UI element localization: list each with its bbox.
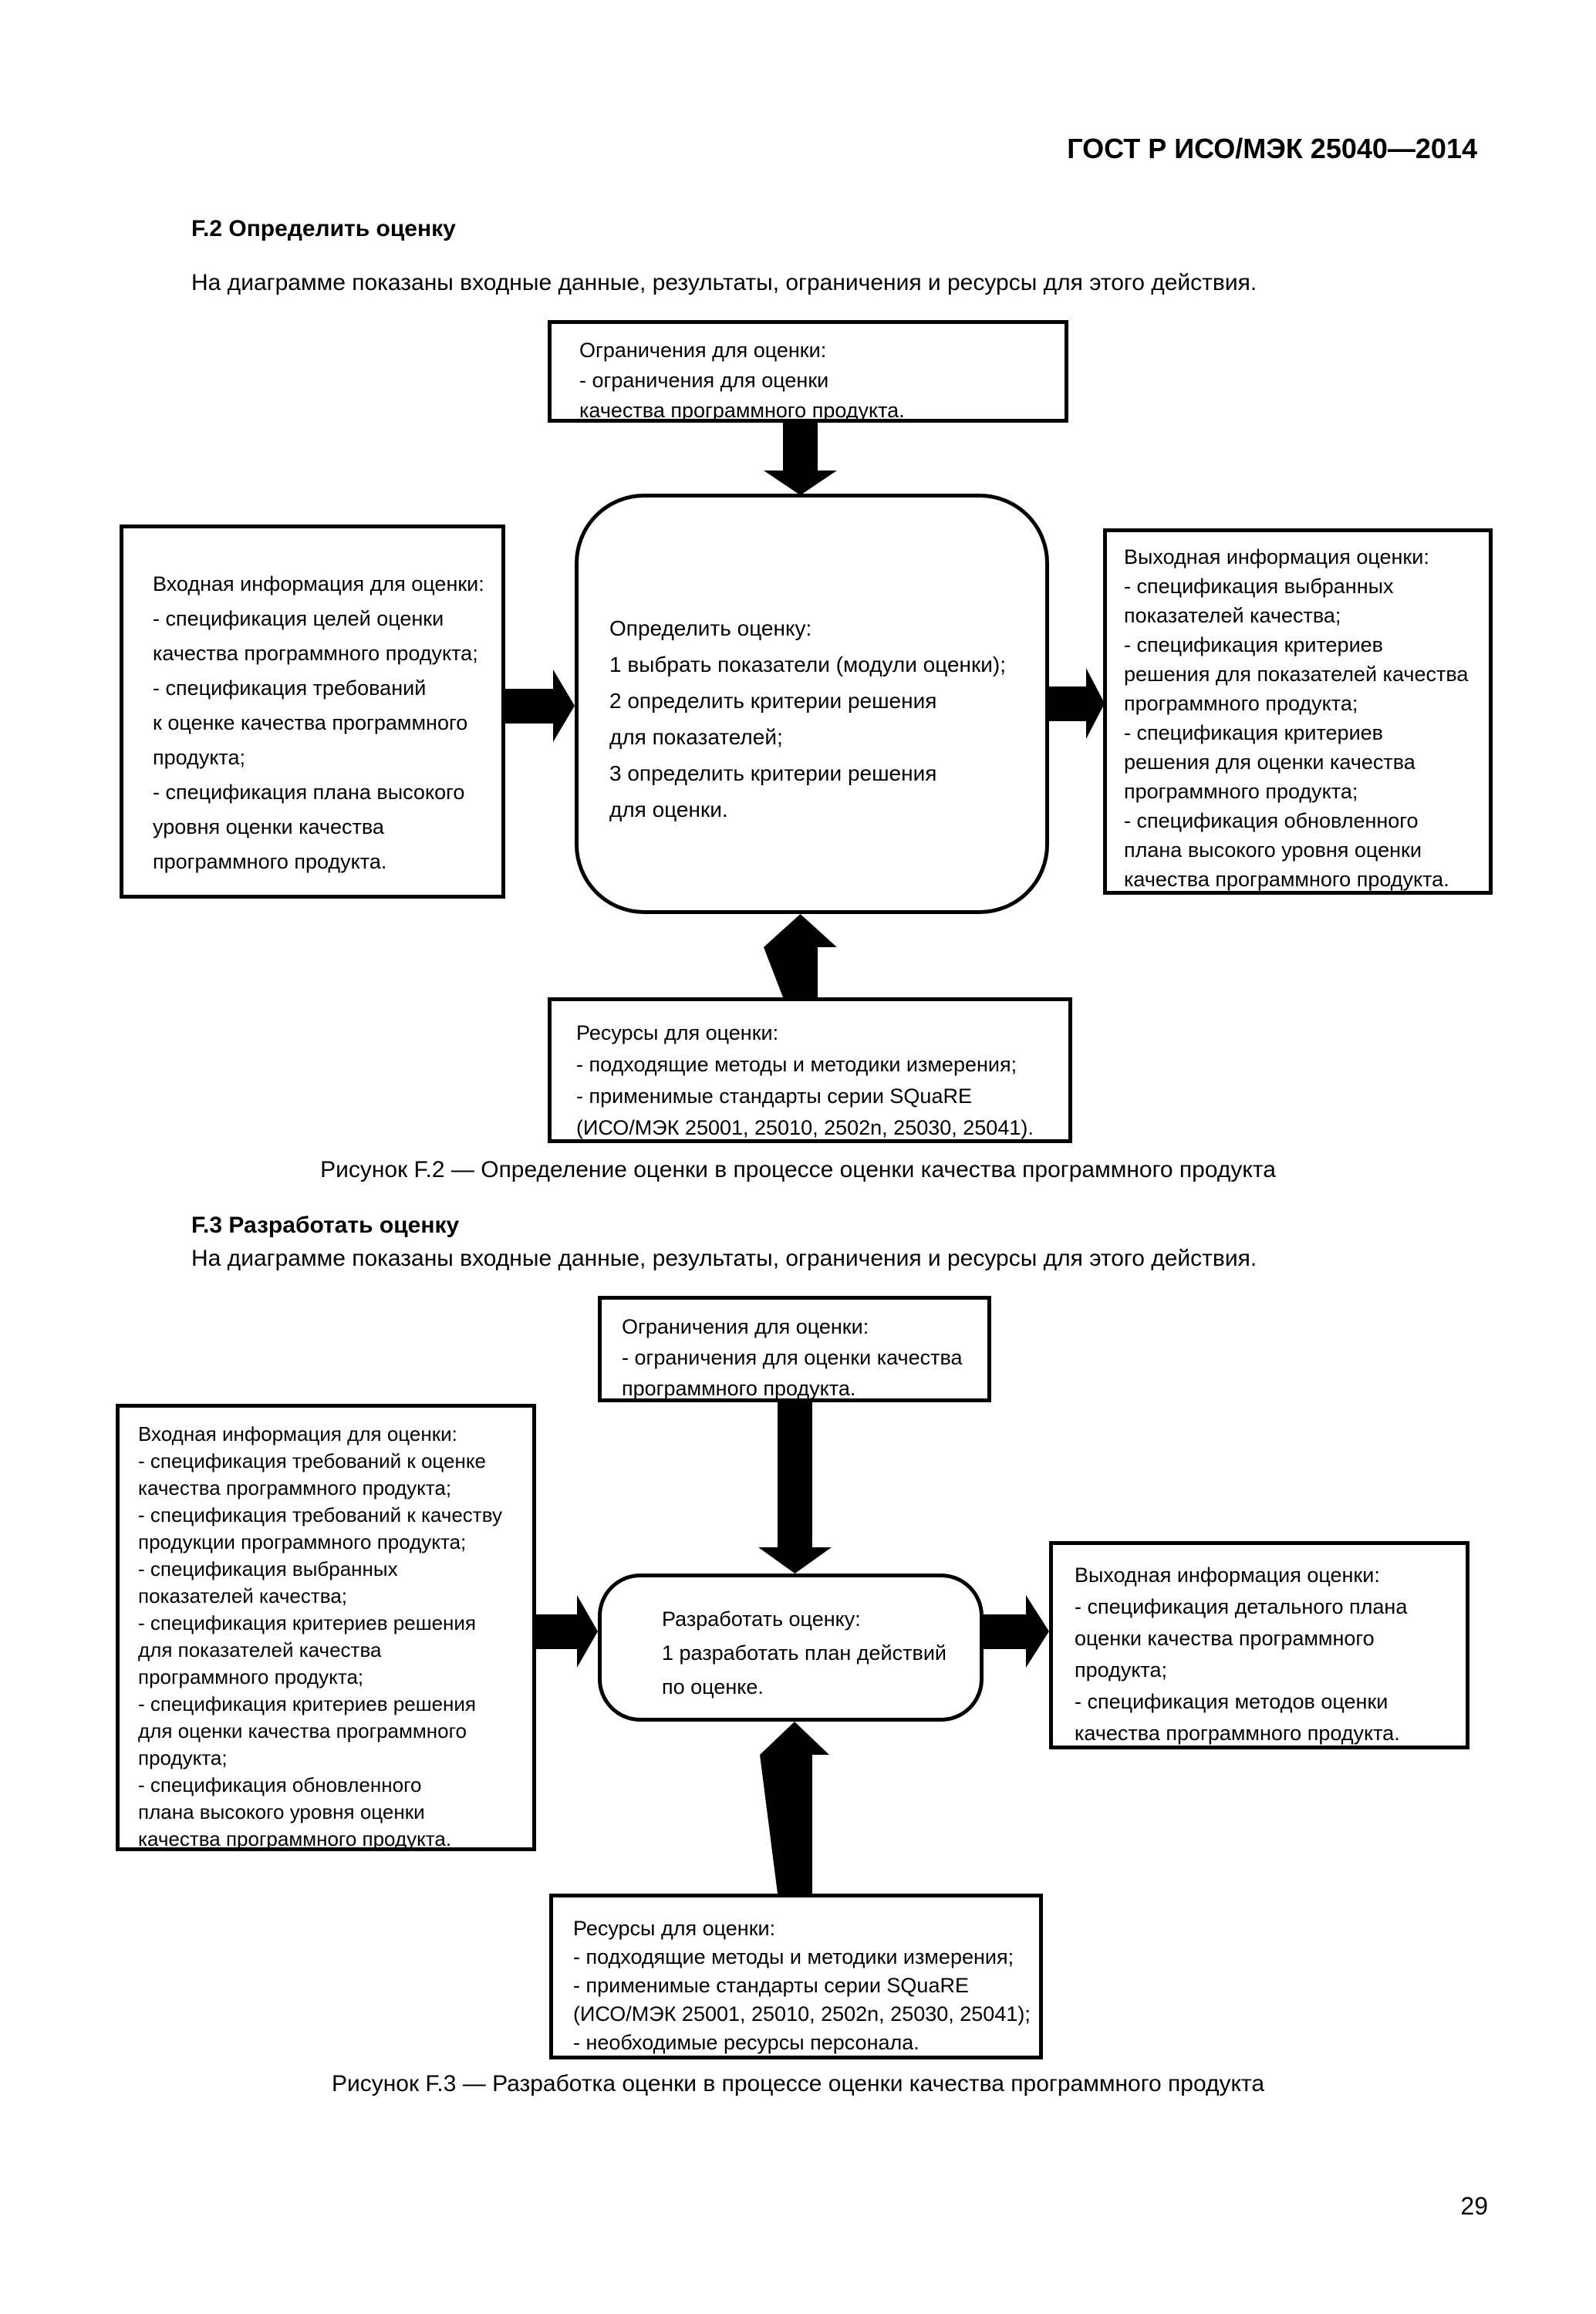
section-f2-intro: На диаграмме показаны входные данные, ре… bbox=[191, 270, 1257, 295]
f2-output-box: Выходная информация оценки: - спецификац… bbox=[1103, 528, 1493, 895]
f3-output-box: Выходная информация оценки: - спецификац… bbox=[1049, 1541, 1469, 1749]
f2-constraints-box: Ограничения для оценки: - ограничения дл… bbox=[548, 320, 1068, 423]
section-f3-intro: На диаграмме показаны входные данные, ре… bbox=[191, 1246, 1257, 1271]
figure-f3-caption: Рисунок F.3 — Разработка оценки в процес… bbox=[331, 2071, 1265, 2096]
section-f2-heading: F.2 Определить оценку bbox=[191, 216, 456, 241]
f3-arrow-constraints-to-activity-icon bbox=[758, 1402, 832, 1574]
f3-input-box: Входная информация для оценки: - специфи… bbox=[116, 1404, 536, 1851]
section-f3-heading: F.3 Разработать оценку bbox=[191, 1213, 460, 1238]
f3-arrow-input-to-activity-icon bbox=[536, 1595, 598, 1668]
page-number: 29 bbox=[1460, 2192, 1488, 2220]
f2-resources-box: Ресурсы для оценки: - подходящие методы … bbox=[548, 997, 1072, 1143]
f3-resources-box: Ресурсы для оценки: - подходящие методы … bbox=[549, 1894, 1043, 2059]
f2-input-box: Входная информация для оценки: - специфи… bbox=[120, 525, 505, 899]
f3-constraints-box: Ограничения для оценки: - ограничения дл… bbox=[598, 1296, 991, 1402]
f3-arrow-activity-to-output-icon bbox=[984, 1595, 1049, 1668]
f2-arrow-activity-to-output-icon bbox=[1049, 668, 1105, 739]
f3-arrow-resources-to-activity-icon bbox=[760, 1722, 829, 1894]
f2-arrow-resources-to-activity-icon bbox=[764, 914, 837, 997]
f2-arrow-constraints-to-activity-icon bbox=[764, 423, 837, 495]
f2-activity-box: Определить оценку: 1 выбрать показатели … bbox=[575, 494, 1049, 914]
f3-activity-box: Разработать оценку: 1 разработать план д… bbox=[598, 1574, 984, 1722]
f2-arrow-input-to-activity-icon bbox=[505, 670, 575, 742]
document-number-header: ГОСТ Р ИСО/МЭК 25040—2014 bbox=[1067, 133, 1477, 164]
figure-f2-caption: Рисунок F.2 — Определение оценки в проце… bbox=[320, 1157, 1276, 1182]
